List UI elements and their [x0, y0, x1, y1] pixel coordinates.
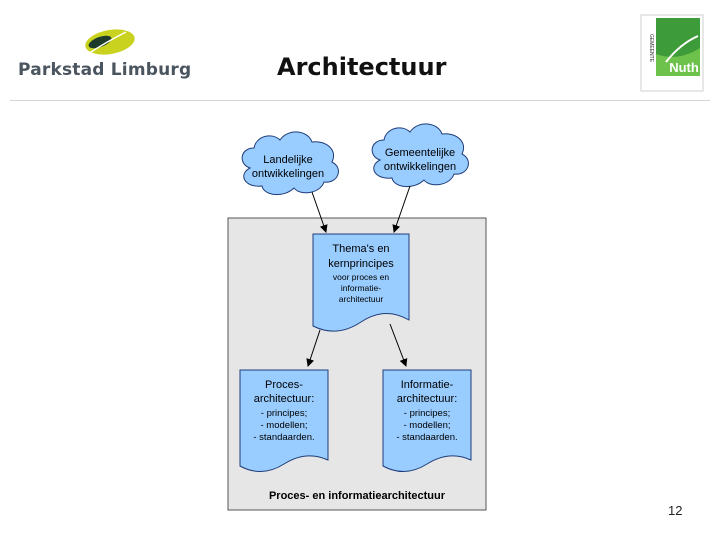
header-divider: [10, 100, 710, 101]
cloud-right-line-2: ontwikkelingen: [384, 161, 456, 173]
informatie-box: Informatie- architectuur: - principes; -…: [382, 369, 472, 472]
cloud-right-line-1: Gemeentelijke: [385, 147, 455, 159]
proces-box: Proces- architectuur: - principes; - mod…: [239, 369, 329, 472]
arrow-themes-to-info: [389, 323, 408, 367]
proces-line-2: architectuur:: [254, 393, 315, 405]
page-number: 12: [668, 503, 683, 518]
page-title: Architectuur: [277, 53, 447, 81]
themes-line-4: informatie-: [341, 283, 381, 293]
themes-line-5: architectuur: [339, 294, 384, 304]
gemeente-vertical-text: GEMEENTE: [648, 34, 654, 63]
info-line-5: - standaarden.: [396, 432, 457, 443]
proces-line-1: Proces-: [265, 379, 303, 391]
themes-line-3: voor proces en: [333, 272, 389, 282]
cloud-left-line-2: ontwikkelingen: [252, 168, 324, 180]
brand-name: Parkstad Limburg: [18, 60, 192, 80]
proces-line-5: - standaarden.: [253, 432, 314, 443]
cloud-gemeentelijk: Gemeentelijke ontwikkelingen: [371, 123, 469, 187]
nuth-logo-text: Nuth: [669, 60, 699, 75]
info-line-4: - modellen;: [404, 420, 451, 431]
themes-line-1: Thema's en: [332, 243, 389, 255]
arrow-themes-to-proces: [306, 329, 321, 367]
cloud-landelijk: Landelijke ontwikkelingen: [241, 131, 339, 195]
nuth-logo: Nuth GEMEENTE: [640, 14, 704, 92]
container-label: Proces- en informatiearchitectuur: [269, 490, 446, 502]
themes-line-2: kernprincipes: [328, 258, 394, 270]
arrow-right-to-themes: [392, 185, 411, 233]
info-line-3: - principes;: [404, 408, 450, 419]
info-line-2: architectuur:: [397, 393, 458, 405]
proces-line-4: - modellen;: [261, 420, 308, 431]
cloud-left-line-1: Landelijke: [263, 154, 313, 166]
themes-box: Thema's en kernprincipes voor proces en …: [312, 233, 410, 332]
parkstad-logo: [85, 29, 135, 55]
architecture-diagram: Proces- en informatiearchitectuur Landel…: [227, 123, 487, 511]
leaf-icon: [85, 29, 135, 55]
arrow-left-to-themes: [311, 191, 328, 233]
proces-line-3: - principes;: [261, 408, 307, 419]
info-line-1: Informatie-: [401, 379, 454, 391]
